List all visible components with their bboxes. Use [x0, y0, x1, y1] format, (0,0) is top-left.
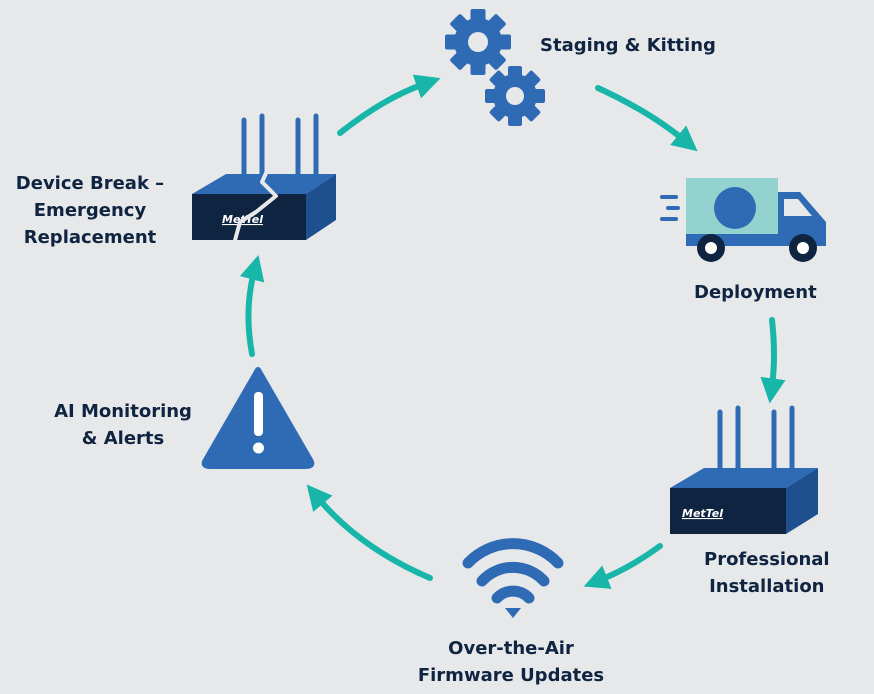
label-deployment: Deployment: [694, 282, 817, 303]
truck-icon: [660, 178, 826, 262]
warning-icon: [201, 367, 315, 469]
label-ai-monitoring: AI Monitoring & Alerts: [54, 401, 192, 449]
arrow-installation-to-firmware: [583, 543, 663, 589]
arrow-staging-to-deployment: [595, 85, 698, 152]
arrow-monitoring-to-replacement: [239, 254, 265, 357]
arrow-firmware-to-monitoring: [306, 484, 433, 581]
router-icon: MetTel: [670, 405, 818, 534]
label-staging-kitting: Staging & Kitting: [540, 35, 716, 56]
broken-router-icon: MetTel: [192, 113, 336, 245]
gears-icon: [445, 9, 545, 126]
router-logo: MetTel: [682, 507, 723, 520]
wifi-icon: [462, 538, 564, 618]
arrow-deployment-to-installation: [760, 317, 786, 404]
arrow-replacement-to-staging: [337, 74, 441, 136]
label-firmware-updates: Over-the-Air Firmware Updates: [417, 638, 605, 686]
label-professional-installation: Professional Installation: [704, 549, 830, 597]
label-emergency-replacement: Device Break – Emergency Replacement: [15, 173, 165, 248]
